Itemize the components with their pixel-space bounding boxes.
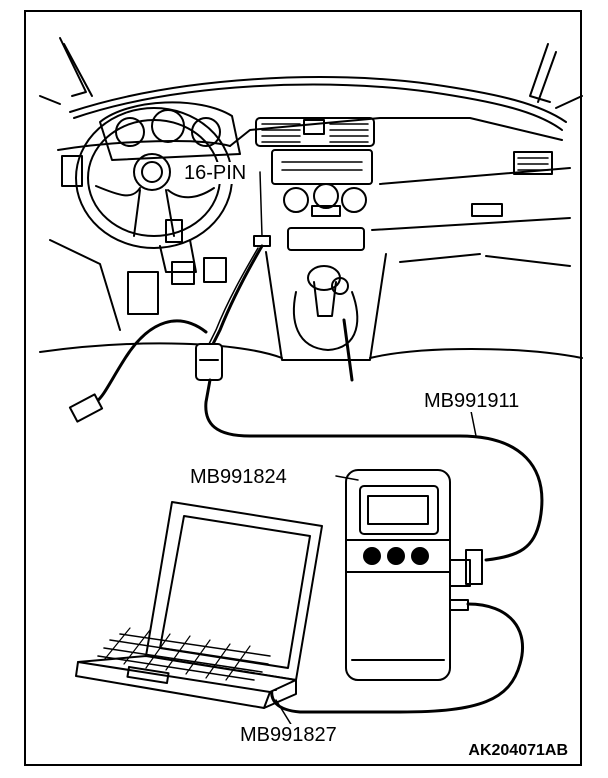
label-16-pin: 16-PIN [182,162,249,184]
label-mb991827: MB991827 [238,724,339,746]
cable-mb991911 [68,244,544,562]
laptop [75,501,323,709]
device-mb991824 [345,469,483,681]
label-mb991824: MB991824 [188,466,289,488]
figure-id: AK204071AB [468,742,568,759]
label-mb991911: MB991911 [422,390,522,412]
car-interior [39,37,583,382]
